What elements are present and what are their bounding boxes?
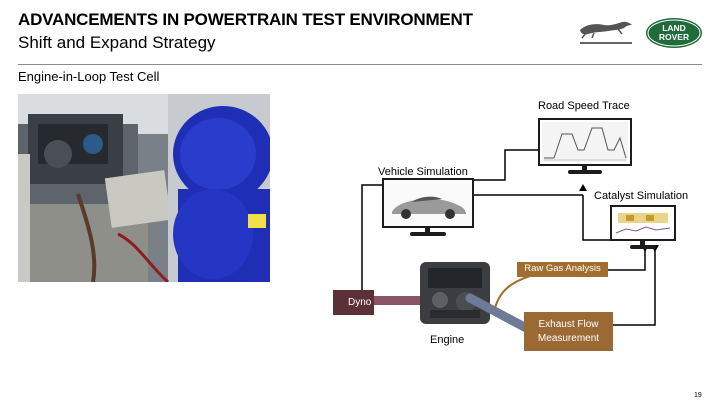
header-divider [18, 64, 702, 65]
exhaust-flow-measurement-box: Exhaust Flow Measurement [524, 312, 613, 351]
exhaust-pipe [470, 298, 530, 330]
road-speed-trace-graph [540, 120, 630, 164]
slide-subtitle: Shift and Expand Strategy [18, 33, 216, 53]
connector-vehicle-to-engine [362, 185, 383, 293]
dyno-shaft [374, 296, 424, 305]
jaguar-leaper-logo-icon [574, 16, 638, 48]
raw-gas-analysis-box: Raw Gas Analysis [517, 262, 608, 277]
section-title: Engine-in-Loop Test Cell [18, 69, 159, 84]
catalyst-simulation-monitor [610, 205, 676, 253]
svg-text:ROVER: ROVER [659, 32, 689, 42]
test-cell-photo [18, 94, 270, 282]
road-speed-trace-label: Road Speed Trace [538, 100, 630, 112]
car-icon [384, 180, 472, 226]
engine-image [420, 262, 490, 324]
connector-road-to-vehicle [472, 150, 540, 180]
land-rover-logo-icon: LAND ROVER [645, 17, 703, 49]
connector-exhaust-to-catalyst [613, 247, 655, 325]
raw-gas-line [495, 276, 530, 308]
page-number: 19 [694, 392, 702, 399]
catalyst-graph [612, 207, 674, 239]
slide-title: ADVANCEMENTS IN POWERTRAIN TEST ENVIRONM… [18, 10, 473, 30]
vehicle-simulation-label: Vehicle Simulation [378, 166, 468, 178]
catalyst-simulation-label: Catalyst Simulation [594, 190, 688, 202]
road-speed-monitor [538, 118, 632, 190]
engine-label: Engine [430, 334, 464, 346]
dyno-box: Dyno [333, 290, 374, 315]
vehicle-simulation-monitor [382, 178, 474, 242]
